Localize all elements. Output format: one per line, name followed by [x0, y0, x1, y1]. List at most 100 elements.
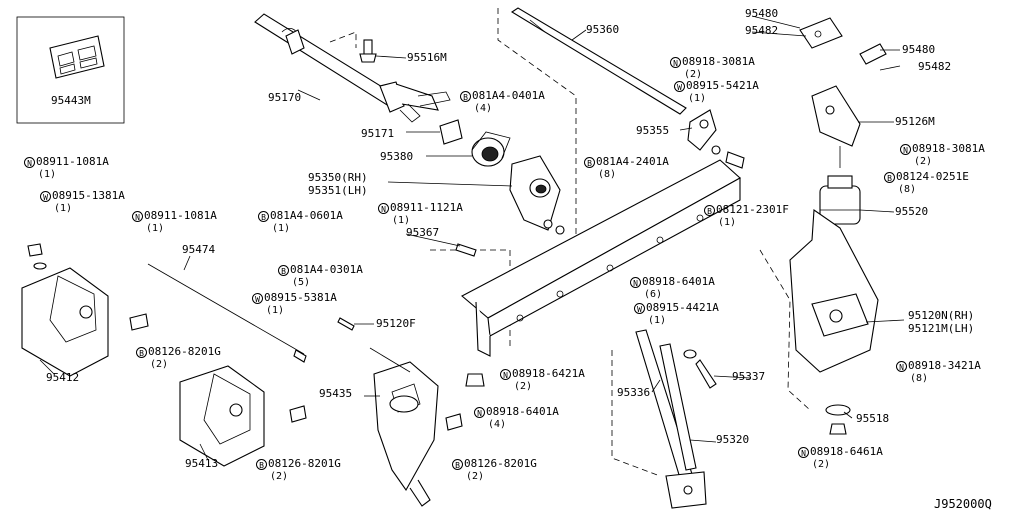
- mount-95520: [819, 175, 861, 225]
- part-label: 95170: [268, 91, 302, 104]
- bolt-95516M: [359, 39, 377, 63]
- washer-08915-4421A: [683, 349, 697, 359]
- washer-badge-icon: W: [634, 303, 645, 314]
- part-label: 95412: [46, 371, 80, 384]
- bolt-badge-icon: B: [136, 347, 147, 358]
- diagram-id: J952000Q: [934, 497, 992, 511]
- tube-95170: [254, 13, 451, 123]
- bolt-badge-icon: B: [460, 91, 471, 102]
- part-label: 95355: [636, 124, 670, 137]
- part-label: 95474: [182, 243, 216, 256]
- dashed-outline-lower: [611, 350, 661, 477]
- part-label: 95171: [361, 127, 395, 140]
- nut-badge-icon: N: [630, 277, 641, 288]
- bolt-badge-icon: B: [258, 211, 269, 222]
- washer-badge-icon: W: [40, 191, 51, 202]
- part-label: 95351(LH): [308, 184, 368, 197]
- nut-badge-icon: N: [24, 157, 35, 168]
- part-label: 95367: [406, 226, 440, 239]
- bracket-95482: [799, 17, 843, 49]
- bolt-badge-icon: B: [884, 172, 895, 183]
- clip-95337: [695, 359, 717, 389]
- bolt-08121: [725, 151, 745, 169]
- part-label: 95518: [856, 412, 890, 425]
- dashed-outline-rod: [430, 249, 511, 350]
- nut-badge-icon: N: [670, 57, 681, 68]
- part-label: 95337: [732, 370, 766, 383]
- nut-badge-icon: N: [378, 203, 389, 214]
- cross-member: [461, 159, 741, 357]
- lever-95355: [687, 109, 721, 155]
- bracket-95413: [179, 365, 265, 467]
- bushing-95380: [471, 131, 511, 167]
- part-label: 95120N(RH): [908, 309, 975, 322]
- part-label: 95435: [319, 387, 353, 400]
- part-label: 95482: [745, 24, 779, 37]
- clip-95480: [859, 43, 887, 65]
- bracket-95126M: [811, 85, 861, 168]
- nut-badge-icon: N: [500, 369, 511, 380]
- nut-badge-icon: N: [474, 407, 485, 418]
- part-label: 95520: [895, 205, 929, 218]
- bracket-95412: [21, 267, 109, 377]
- bracket-95350: [509, 155, 565, 235]
- washer-badge-icon: W: [252, 293, 263, 304]
- bolt-08126-right: [445, 413, 463, 431]
- bolt-badge-icon: B: [584, 157, 595, 168]
- part-label: 95120F: [376, 317, 416, 330]
- caution-label-icon: [49, 35, 105, 79]
- part-label: 95413: [185, 457, 219, 470]
- bushing-95171: [439, 119, 463, 145]
- bolt-08126-mid: [289, 405, 307, 423]
- nut-badge-icon: N: [900, 144, 911, 155]
- dashed-outline-right: [759, 249, 811, 411]
- part-label: 95482: [918, 60, 952, 73]
- bolt-badge-icon: B: [452, 459, 463, 470]
- part-label: 95443M: [51, 94, 91, 107]
- nut-08918-6461A: [829, 423, 847, 435]
- nut-08918-6401A-mid: [465, 373, 485, 387]
- pin-95120F: [337, 317, 355, 331]
- part-label: 95320: [716, 433, 750, 446]
- part-label: 95480: [902, 43, 936, 56]
- bolt-08126-left: [129, 313, 149, 331]
- part-label: 95121M(LH): [908, 322, 975, 335]
- label-part-box: [16, 16, 125, 124]
- bolt-08911-left: [27, 243, 47, 270]
- leader-lines: [39, 15, 905, 461]
- washer-badge-icon: W: [674, 81, 685, 92]
- part-label: 95350(RH): [308, 171, 368, 184]
- part-label: 95380: [380, 150, 414, 163]
- part-label: 95336: [617, 386, 651, 399]
- rod-95360: [510, 7, 687, 115]
- cable-95474: [147, 263, 307, 363]
- nut-badge-icon: N: [798, 447, 809, 458]
- part-label: 95516M: [407, 51, 447, 64]
- pedal-95435: [369, 347, 439, 507]
- dashed-outline-mid: [329, 31, 357, 48]
- nut-badge-icon: N: [132, 211, 143, 222]
